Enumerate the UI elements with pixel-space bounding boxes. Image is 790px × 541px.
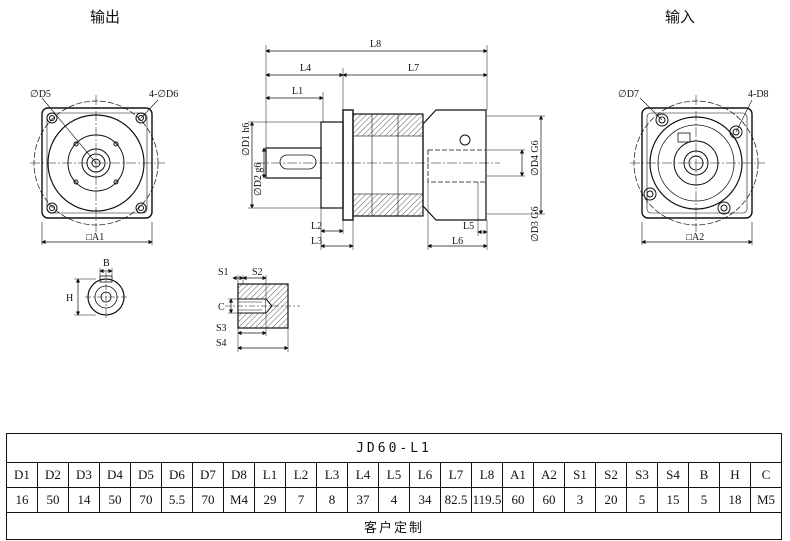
spec-header-cell: A1 xyxy=(502,462,534,488)
dim-label-a2: □A2 xyxy=(686,232,704,243)
spec-value-cell: 8 xyxy=(316,487,348,513)
spec-header-cell: D2 xyxy=(37,462,69,488)
technical-drawing: ∅D5 4-∅D6 □A1 L8 L4 L7 L1 ∅D1 h6 ∅D2 g6 … xyxy=(30,8,769,352)
spec-value-cell: 119.5 xyxy=(471,487,503,513)
dim-label-s2: S2 xyxy=(252,267,263,278)
spec-value-cell: 82.5 xyxy=(440,487,472,513)
spec-value-cell: M5 xyxy=(750,487,782,513)
spec-value-cell: M4 xyxy=(223,487,255,513)
dim-label-d5: ∅D5 xyxy=(30,89,51,100)
spec-value-cell: 29 xyxy=(254,487,286,513)
custom-note: 客户定制 xyxy=(6,512,782,540)
spec-value-cell: 5 xyxy=(688,487,720,513)
dim-label-s3: S3 xyxy=(216,323,227,334)
dimension-labels: ∅D5 4-∅D6 □A1 L8 L4 L7 L1 ∅D1 h6 ∅D2 g6 … xyxy=(30,39,769,349)
spec-value-cell: 70 xyxy=(192,487,224,513)
spec-header-cell: L6 xyxy=(409,462,441,488)
spec-header-cell: S3 xyxy=(626,462,658,488)
input-view-title: 输入 xyxy=(665,8,696,26)
dim-label-d1: ∅D1 h6 xyxy=(241,123,252,156)
spec-value-cell: 3 xyxy=(564,487,596,513)
spec-value-cell: 37 xyxy=(347,487,379,513)
dim-label-b: B xyxy=(103,258,110,269)
dim-label-d8: 4-D8 xyxy=(748,89,769,100)
spec-header-cell: D4 xyxy=(99,462,131,488)
spec-header-cell: L4 xyxy=(347,462,379,488)
spec-value-cell: 20 xyxy=(595,487,627,513)
spec-value-cell: 15 xyxy=(657,487,689,513)
dim-label-l2: L2 xyxy=(311,221,322,232)
dim-label-l8: L8 xyxy=(370,39,381,50)
spec-value-cell: 4 xyxy=(378,487,410,513)
input-front-view xyxy=(630,95,765,245)
dim-label-d2: ∅D2 g6 xyxy=(253,163,264,196)
dim-label-d4: ∅D4 G6 xyxy=(530,140,541,176)
spec-value-cell: 70 xyxy=(130,487,162,513)
spec-value-cell: 14 xyxy=(68,487,100,513)
shaft-key-detail xyxy=(74,268,128,320)
dim-label-d3: ∅D3 G6 xyxy=(530,206,541,242)
spec-value-cell: 34 xyxy=(409,487,441,513)
dim-label-l6: L6 xyxy=(452,236,463,247)
spec-header-cell: L8 xyxy=(471,462,503,488)
spec-value-cell: 18 xyxy=(719,487,751,513)
model-name: JD60-L1 xyxy=(6,433,782,463)
spec-header-cell: D1 xyxy=(6,462,38,488)
spec-header-cell: L2 xyxy=(285,462,317,488)
drawing-canvas: ∅D5 4-∅D6 □A1 L8 L4 L7 L1 ∅D1 h6 ∅D2 g6 … xyxy=(30,39,769,352)
dim-label-l7: L7 xyxy=(408,63,419,74)
spec-header-cell: D6 xyxy=(161,462,193,488)
spec-value-cell: 60 xyxy=(502,487,534,513)
dim-label-d6: 4-∅D6 xyxy=(149,89,178,100)
spec-header-cell: L7 xyxy=(440,462,472,488)
spec-header-cell: H xyxy=(719,462,751,488)
spec-header-cell: D3 xyxy=(68,462,100,488)
spec-header-cell: D7 xyxy=(192,462,224,488)
spec-header-cell: D8 xyxy=(223,462,255,488)
spec-header-cell: A2 xyxy=(533,462,565,488)
spec-table-title-row: JD60-L1 xyxy=(6,433,782,463)
spec-value-cell: 7 xyxy=(285,487,317,513)
dim-label-a1: □A1 xyxy=(86,232,104,243)
dim-label-l4: L4 xyxy=(300,63,311,74)
spec-value-cell: 5.5 xyxy=(161,487,193,513)
spec-header-cell: L5 xyxy=(378,462,410,488)
spec-header-cell: C xyxy=(750,462,782,488)
output-front-view xyxy=(30,95,165,245)
thread-section-detail xyxy=(225,275,300,352)
spec-value-cell: 50 xyxy=(99,487,131,513)
dim-label-s4: S4 xyxy=(216,338,227,349)
spec-header-cell: L1 xyxy=(254,462,286,488)
dim-label-l3: L3 xyxy=(311,236,322,247)
spec-header-cell: S1 xyxy=(564,462,596,488)
spec-value-cell: 5 xyxy=(626,487,658,513)
side-view xyxy=(248,45,545,250)
output-view-title: 输出 xyxy=(90,8,121,26)
dim-label-h: H xyxy=(66,293,73,304)
spec-value-cell: 16 xyxy=(6,487,38,513)
dim-label-c: C xyxy=(218,302,225,313)
spec-header-cell: D5 xyxy=(130,462,162,488)
spec-header-cell: S2 xyxy=(595,462,627,488)
dim-label-d7: ∅D7 xyxy=(618,89,639,100)
dim-label-s1: S1 xyxy=(218,267,229,278)
dim-label-l1: L1 xyxy=(292,86,303,97)
spec-header-cell: L3 xyxy=(316,462,348,488)
spec-header-cell: B xyxy=(688,462,720,488)
spec-table-footer-row: 客户定制 xyxy=(6,512,782,540)
spec-value-cell: 60 xyxy=(533,487,565,513)
spec-header-cell: S4 xyxy=(657,462,689,488)
dim-label-l5: L5 xyxy=(463,221,474,232)
spec-value-cell: 50 xyxy=(37,487,69,513)
